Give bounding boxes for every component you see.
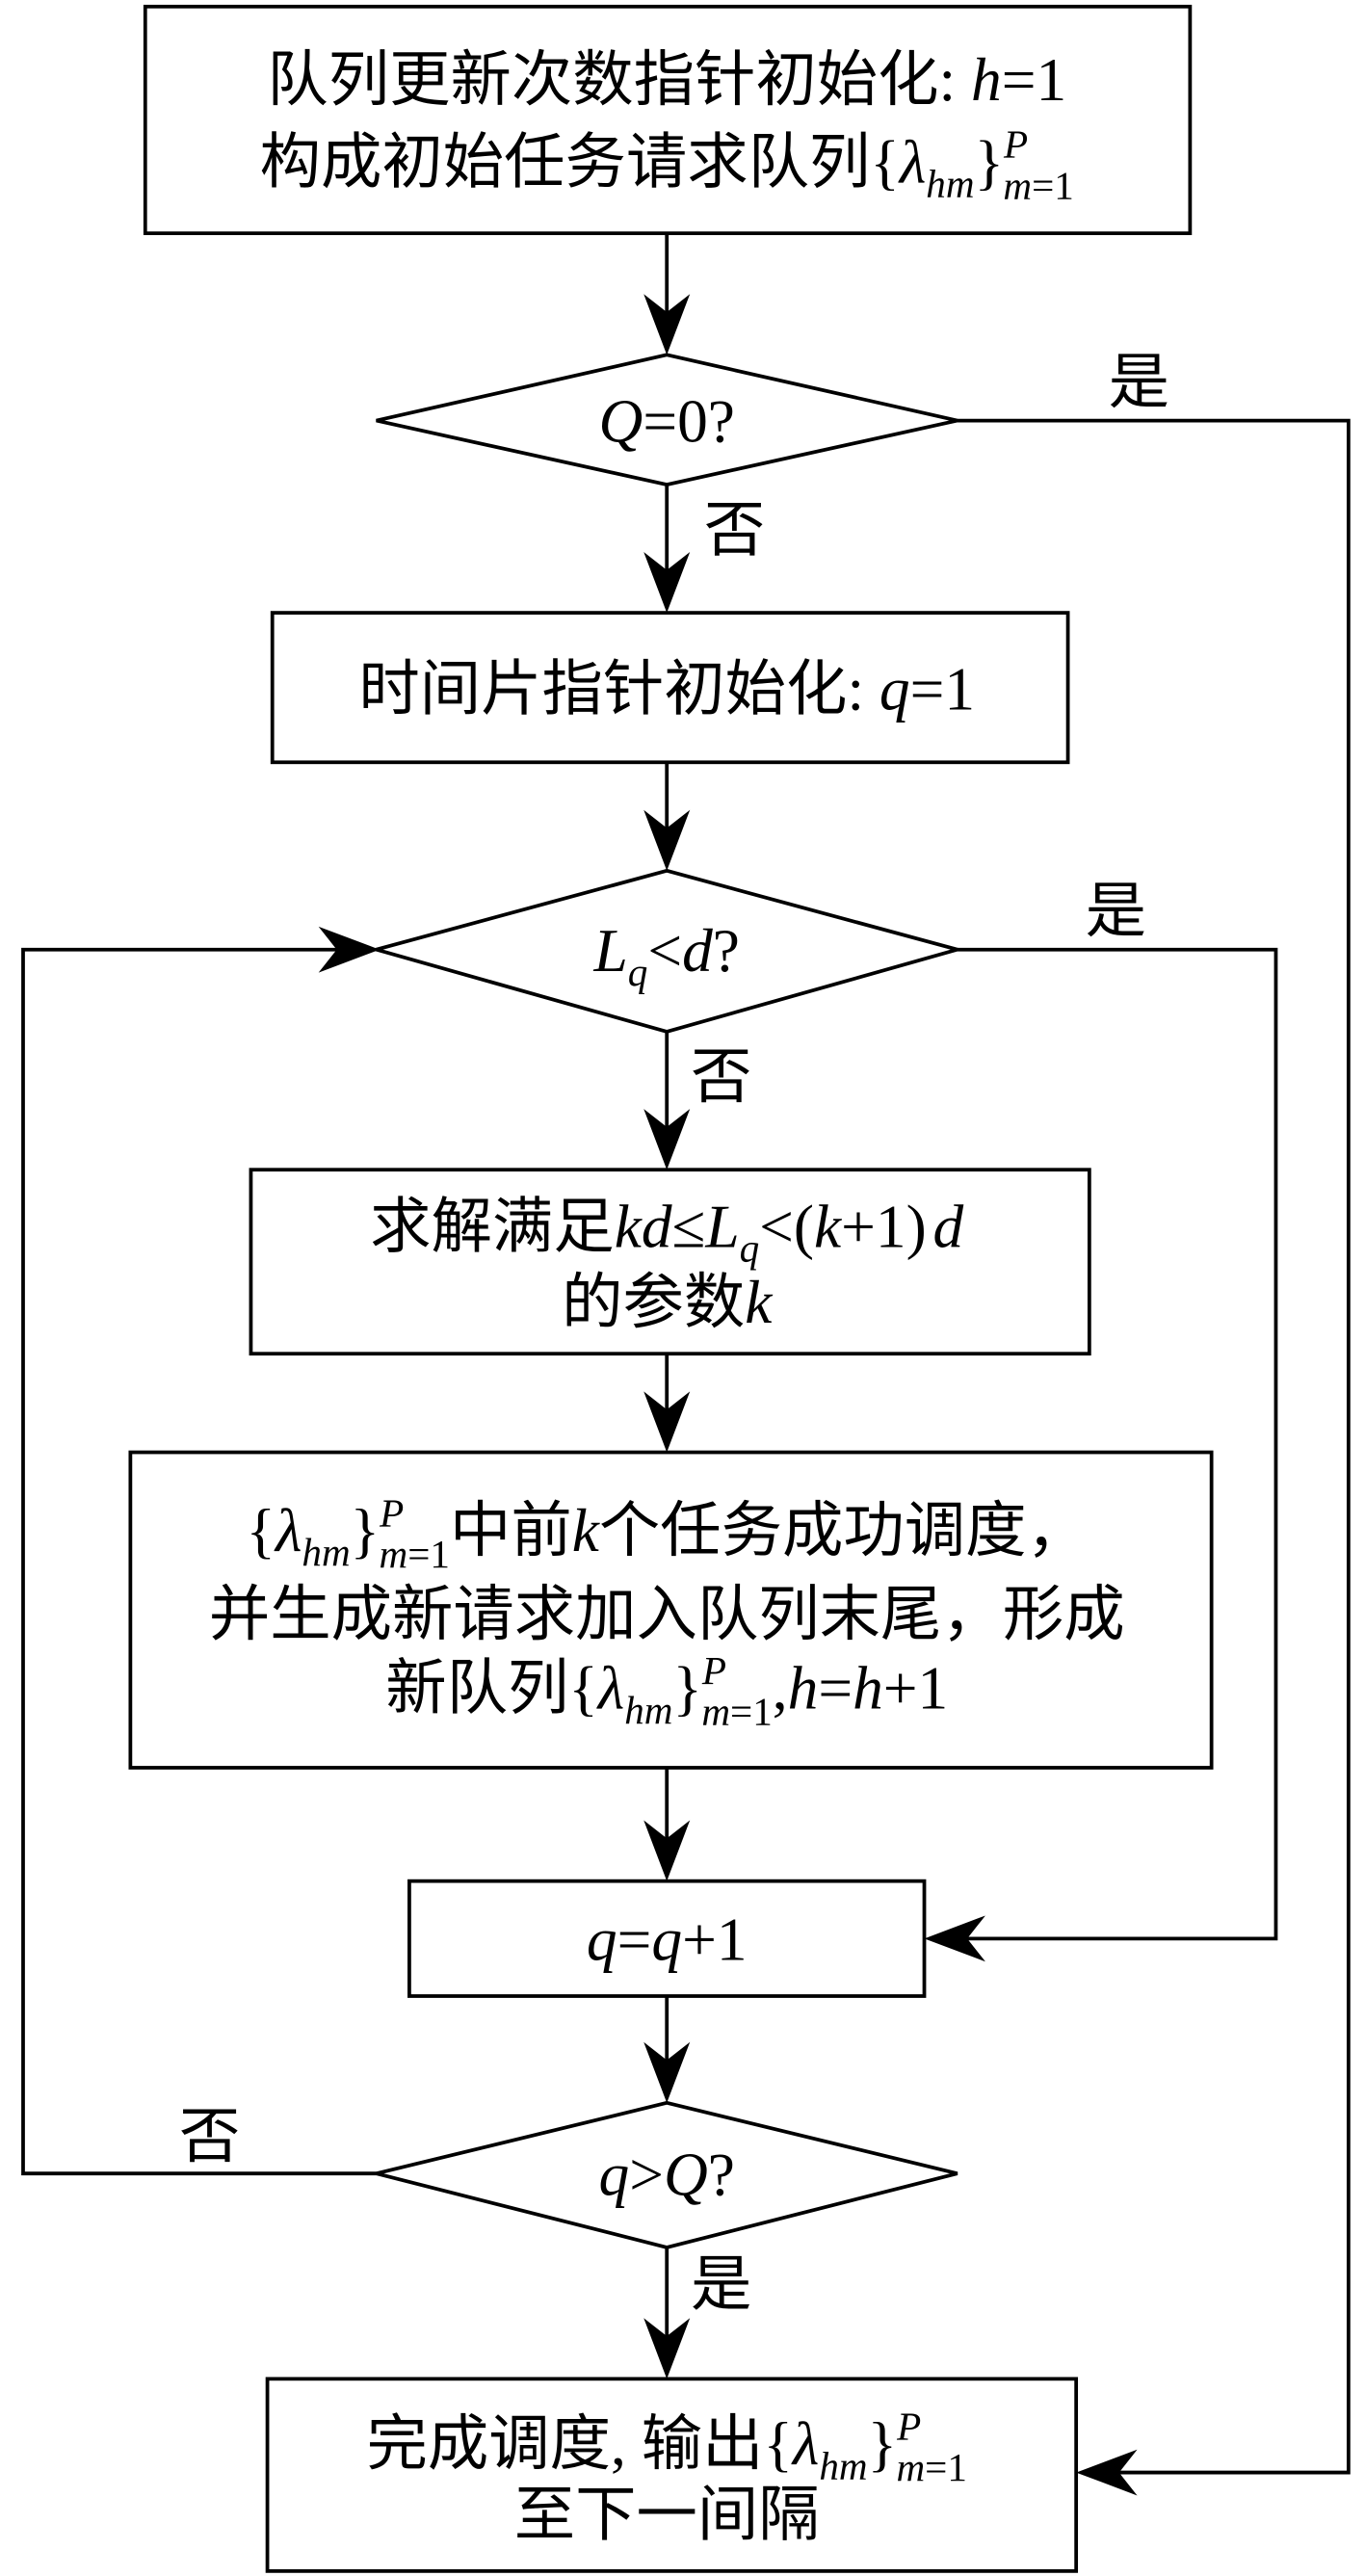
equals-one: =1: [910, 656, 975, 723]
equals-zero-question: =0?: [643, 388, 735, 456]
variable-q-upper: Q: [664, 2141, 708, 2208]
variable-q-upper: Q: [599, 388, 643, 456]
variable-l: L: [593, 917, 628, 985]
subscript-m: m: [701, 1690, 730, 1734]
opening-brace: {: [247, 1497, 276, 1564]
variable-k: k: [745, 1269, 773, 1336]
subscript-q: q: [628, 950, 648, 994]
solve-k-label: 求解满足: [370, 1193, 615, 1260]
decision-diamond-q-exceeds: [376, 2100, 958, 2249]
schedule-label-a: 中前: [450, 1497, 572, 1564]
question-mark: ?: [708, 2141, 735, 2208]
plus-one: +1: [883, 1655, 948, 1722]
check-q-exceeds-text: q>Q?: [599, 2141, 735, 2208]
init-queue-label-2: 构成初始任务请求队列{: [260, 128, 900, 196]
variable-d: d: [682, 917, 713, 985]
less-than-paren: <(: [759, 1193, 814, 1260]
check-q-zero-text: Q=0?: [599, 388, 735, 456]
subscript-equals-one: =1: [730, 1690, 773, 1734]
superscript-p: P: [896, 2405, 921, 2449]
variable-kd: kd: [615, 1193, 672, 1260]
plus-one: +1: [682, 1906, 747, 1974]
variable-k: k: [814, 1193, 842, 1260]
variable-q: q: [879, 656, 910, 723]
subscript-hm: hm: [624, 1688, 672, 1732]
subscript-q: q: [740, 1226, 760, 1271]
closing-brace: }: [868, 2410, 897, 2478]
check-length-text: Lq<d?: [593, 917, 740, 994]
equals-sign: =: [617, 1906, 652, 1974]
subscript-equals-one: =1: [1032, 163, 1074, 207]
solve-k-line-2: 的参数k: [562, 1269, 773, 1336]
edge-label-length-no: 否: [691, 1043, 751, 1111]
init-slice-text: 时间片指针初始化: q=1: [358, 656, 975, 723]
variable-h: h: [971, 46, 1002, 114]
subscript-equals-one: =1: [407, 1532, 450, 1576]
solve-k-line-1: 求解满足kd≤Lq<(k+1)d: [370, 1193, 963, 1270]
closing-brace: }: [351, 1497, 380, 1564]
process-box-solve-k: [249, 1168, 1091, 1356]
process-box-schedule-tasks: [128, 1450, 1214, 1770]
schedule-tasks-line-2: 并生成新请求加入队列末尾，形成: [209, 1581, 1125, 1648]
init-queue-line-1: 队列更新次数指针初始化: h=1: [267, 46, 1066, 114]
finish-label-2: 至下一间隔: [514, 2481, 820, 2548]
edge-label-length-yes: 是: [1086, 878, 1146, 945]
less-equal: ≤: [672, 1193, 706, 1260]
variable-q: q: [587, 1906, 617, 1974]
schedule-label-c: 并生成新请求加入队列末尾，形成: [209, 1581, 1125, 1648]
closing-brace: }: [975, 128, 1004, 196]
closing-brace: }: [673, 1655, 702, 1722]
schedule-label-d: 新队列{: [385, 1655, 598, 1722]
superscript-p: P: [379, 1490, 404, 1535]
arrow-check-length-yes-to-increment: [924, 947, 1278, 1962]
plus-one-paren: +1): [841, 1193, 927, 1260]
edge-label-exceeds-no: 否: [179, 2103, 240, 2170]
subscript-hm: hm: [819, 2443, 867, 2487]
init-slice-label: 时间片指针初始化:: [358, 656, 879, 723]
subscript-m: m: [380, 1532, 408, 1576]
less-than: <: [647, 917, 682, 985]
arrow-check-q-zero-yes-to-finish: [957, 418, 1351, 2496]
superscript-p: P: [1003, 122, 1028, 167]
subscript-equals-one: =1: [925, 2445, 967, 2489]
increment-q-text: q=q+1: [587, 1906, 748, 1974]
question-mark: ?: [713, 917, 740, 985]
arrow-check-exceeds-no-loop: [21, 926, 381, 2176]
edge-label-exceeds-yes: 是: [691, 2251, 751, 2319]
superscript-p: P: [701, 1648, 726, 1693]
lambda-symbol: λ: [596, 1655, 624, 1722]
variable-q: q: [651, 1906, 682, 1974]
subscript-hm: hm: [302, 1530, 350, 1574]
edge-label-q-zero-no: 否: [704, 496, 765, 564]
subscript-hm: hm: [926, 162, 974, 206]
decision-diamond-length: [369, 868, 964, 1034]
init-queue-label: 队列更新次数指针初始化:: [267, 46, 971, 114]
finish-label: 完成调度, 输出{: [367, 2410, 793, 2478]
comma: ,: [773, 1655, 788, 1722]
lambda-symbol: λ: [898, 128, 926, 196]
variable-k: k: [572, 1497, 600, 1564]
equals-one: =1: [1002, 46, 1066, 114]
subscript-m: m: [1003, 163, 1032, 207]
variable-l: L: [704, 1193, 739, 1260]
schedule-label-b: 个任务成功调度，: [599, 1497, 1088, 1564]
greater-than: >: [629, 2141, 664, 2208]
finish-line-2: 至下一间隔: [514, 2481, 820, 2548]
variable-d: d: [933, 1193, 964, 1260]
variable-h: h: [853, 1655, 883, 1722]
equals-sign: =: [818, 1655, 853, 1722]
lambda-symbol: λ: [274, 1497, 302, 1564]
edge-label-q-zero-yes: 是: [1109, 349, 1169, 416]
solve-k-label-2: 的参数: [562, 1269, 745, 1336]
lambda-symbol: λ: [791, 2410, 819, 2478]
variable-h: h: [788, 1655, 819, 1722]
variable-q: q: [599, 2141, 630, 2208]
subscript-m: m: [896, 2445, 925, 2489]
process-box-init-slice: [270, 611, 1070, 765]
